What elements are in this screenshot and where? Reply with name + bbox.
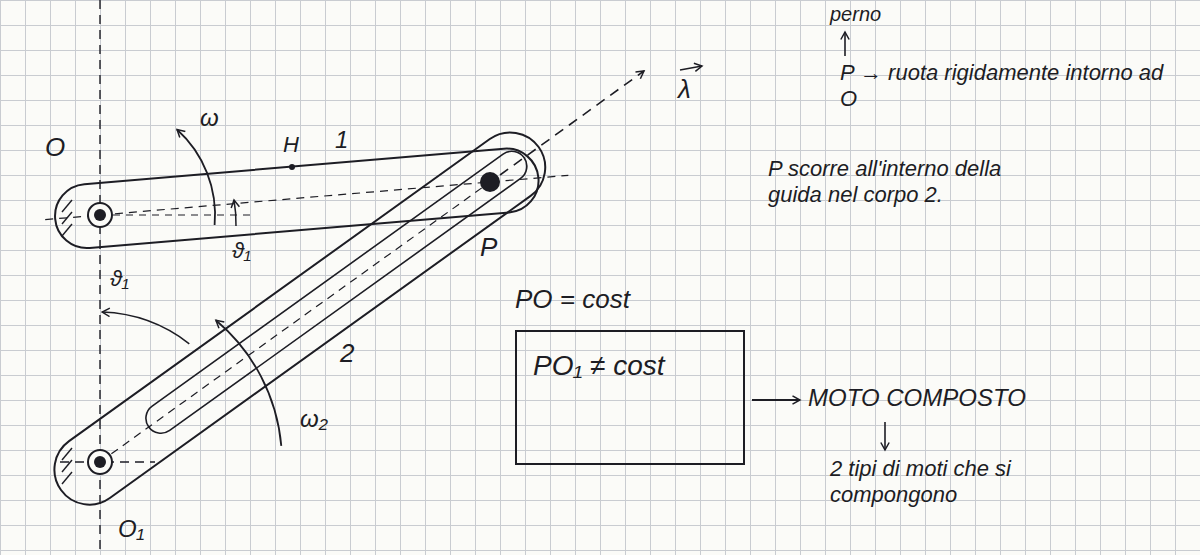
angular-velocity-label: ω (200, 104, 219, 133)
angular-velocity-arc (177, 130, 215, 226)
vector-label: λ (678, 74, 691, 105)
pin-symbol (480, 172, 500, 192)
body-two (41, 119, 559, 519)
note-text: perno (830, 2, 881, 26)
vector-arrow (680, 66, 702, 70)
note-arrow (844, 32, 846, 56)
guide-slot (140, 145, 533, 439)
angular-velocity-label: ω₂ (300, 405, 328, 434)
angular-velocity-arc (216, 320, 281, 446)
note-text: MOTO COMPOSTO (808, 384, 1026, 413)
horizontal-reference (100, 214, 250, 215)
angle-label: ϑ₁ (232, 238, 251, 264)
point-label: P (480, 232, 497, 263)
note-text: 2 tipi di moti che si compongono (830, 456, 1130, 509)
point-label: O₁ (118, 515, 144, 544)
body-axis (100, 188, 482, 462)
note-arrow (752, 399, 800, 401)
angle-arc (234, 200, 236, 226)
pivot-symbol (94, 209, 106, 221)
boxed-equation: PO₁ ≠ cost (515, 330, 745, 465)
pivot-symbol (88, 203, 112, 227)
point-dot (289, 164, 295, 170)
note-arrow (884, 422, 886, 450)
angle-arc (102, 312, 189, 344)
note-text: P scorre all'interno della guida nel cor… (768, 156, 1058, 209)
angle-label: ϑ₁ (110, 266, 129, 292)
point-label: O (45, 132, 65, 163)
direction-arrow (500, 71, 644, 175)
pivot-symbol (94, 456, 106, 468)
body-number: 1 (335, 126, 348, 155)
body-number: 2 (340, 338, 354, 369)
body-outline (41, 119, 559, 519)
box-text: PO₁ ≠ cost (533, 350, 727, 382)
equation-text: PO = cost (515, 284, 630, 315)
pivot-symbol (88, 450, 112, 474)
point-label: H (283, 132, 299, 158)
note-text: P → ruota rigidamente intorno ad O (840, 60, 1170, 113)
